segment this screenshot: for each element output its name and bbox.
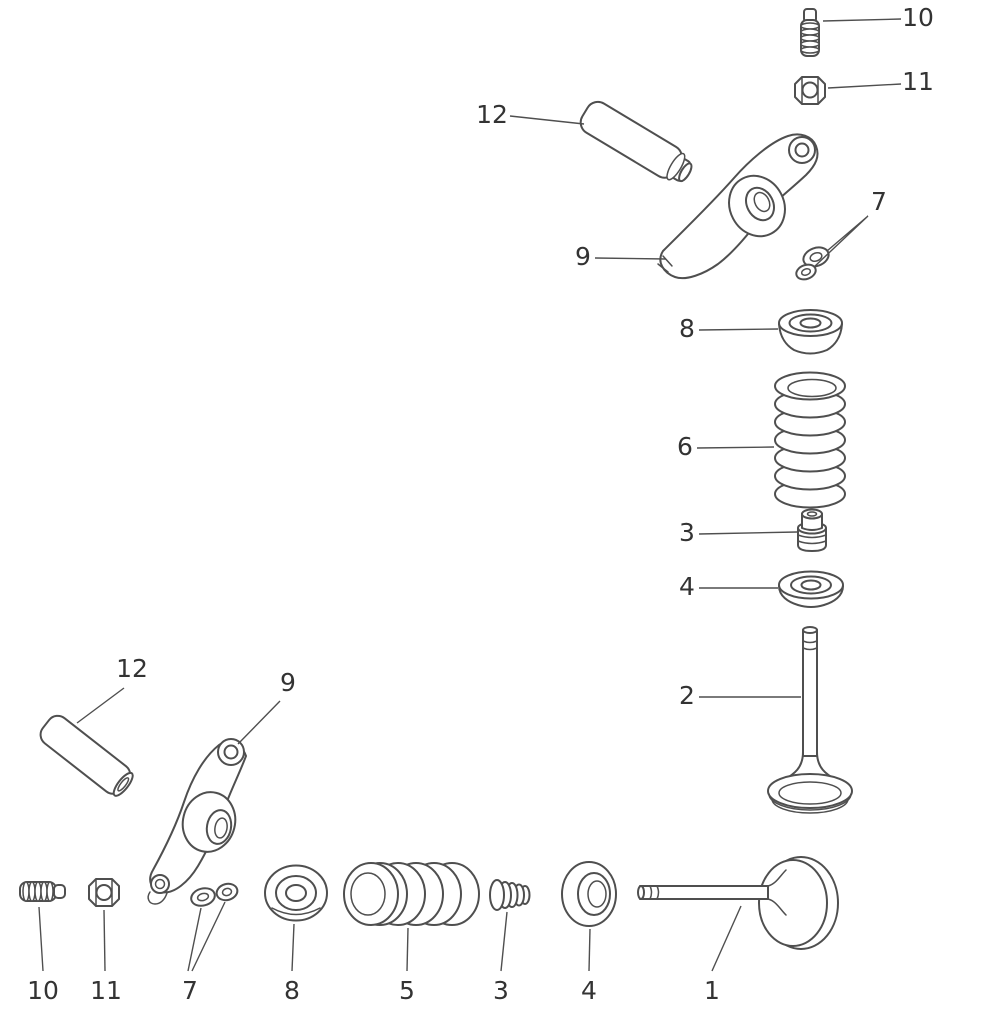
lower-assembly <box>19 714 839 950</box>
rocker-arm-upper <box>657 133 819 280</box>
callout-10-upper: 10 <box>902 3 934 32</box>
leader-12-lower <box>76 687 125 724</box>
spring-retainer-upper <box>778 309 843 355</box>
leader-1-lower <box>711 905 742 972</box>
callout-8-lower: 8 <box>284 976 300 1005</box>
leader-11-lower <box>103 909 106 972</box>
callout-4-upper: 4 <box>679 572 695 601</box>
valve-cotters-upper <box>795 246 830 281</box>
callouts: 10 11 12 9 7 8 6 3 4 2 12 9 10 11 7 8 <box>27 3 934 1005</box>
rocker-shaft-upper <box>579 100 693 183</box>
leader-9-lower <box>237 700 281 745</box>
adjusting-screw-lower <box>19 881 66 902</box>
leader-10-upper <box>822 18 902 22</box>
callout-9-upper: 9 <box>575 242 591 271</box>
leader-4-lower <box>588 928 591 972</box>
leader-9-upper <box>594 257 667 260</box>
leader-7-upper <box>813 215 869 268</box>
callout-11-lower: 11 <box>90 976 122 1005</box>
valve-stem-seal-upper <box>797 508 827 552</box>
callout-7-upper: 7 <box>871 187 887 216</box>
rocker-shaft-lower <box>39 714 134 797</box>
callout-2-upper: 2 <box>679 681 695 710</box>
valve-lower <box>637 856 839 950</box>
callout-3-upper: 3 <box>679 518 695 547</box>
leader-12-upper <box>509 115 585 125</box>
rocker-arm-lower <box>147 738 247 905</box>
valve-spring-upper <box>774 371 846 509</box>
callout-7-lower: 7 <box>182 976 198 1005</box>
leader-3-lower <box>500 911 508 972</box>
callout-1-lower: 1 <box>704 976 720 1005</box>
leader-5-lower <box>406 927 409 972</box>
callout-12-upper: 12 <box>476 100 508 129</box>
callout-5-lower: 5 <box>399 976 415 1005</box>
adjusting-screw-upper <box>800 8 820 57</box>
callout-8-upper: 8 <box>679 314 695 343</box>
callout-3-lower: 3 <box>493 976 509 1005</box>
callout-10-lower: 10 <box>27 976 59 1005</box>
upper-assembly <box>579 8 853 814</box>
valve-spring-lower <box>343 862 480 926</box>
valve-upper <box>767 626 853 814</box>
leader-3-upper <box>698 531 798 535</box>
callout-12-lower: 12 <box>116 654 148 683</box>
lock-nut-upper <box>794 76 826 105</box>
callout-4-lower: 4 <box>581 976 597 1005</box>
leader-10-lower <box>38 906 44 972</box>
callout-9-lower: 9 <box>280 668 296 697</box>
leader-11-upper <box>827 83 902 89</box>
leader-8-upper <box>698 328 779 331</box>
callout-6-upper: 6 <box>677 432 693 461</box>
leader-6-upper <box>696 446 775 449</box>
valve-cotters-lower <box>190 882 239 907</box>
leader-8-lower <box>291 923 295 972</box>
spring-seat-lower <box>561 861 617 927</box>
callout-11-upper: 11 <box>902 67 934 96</box>
spring-retainer-lower <box>264 864 328 922</box>
leader-7-lower <box>187 901 226 972</box>
spring-seat-upper <box>778 570 844 608</box>
lock-nut-lower <box>88 878 120 907</box>
valve-stem-seal-lower <box>489 879 531 911</box>
